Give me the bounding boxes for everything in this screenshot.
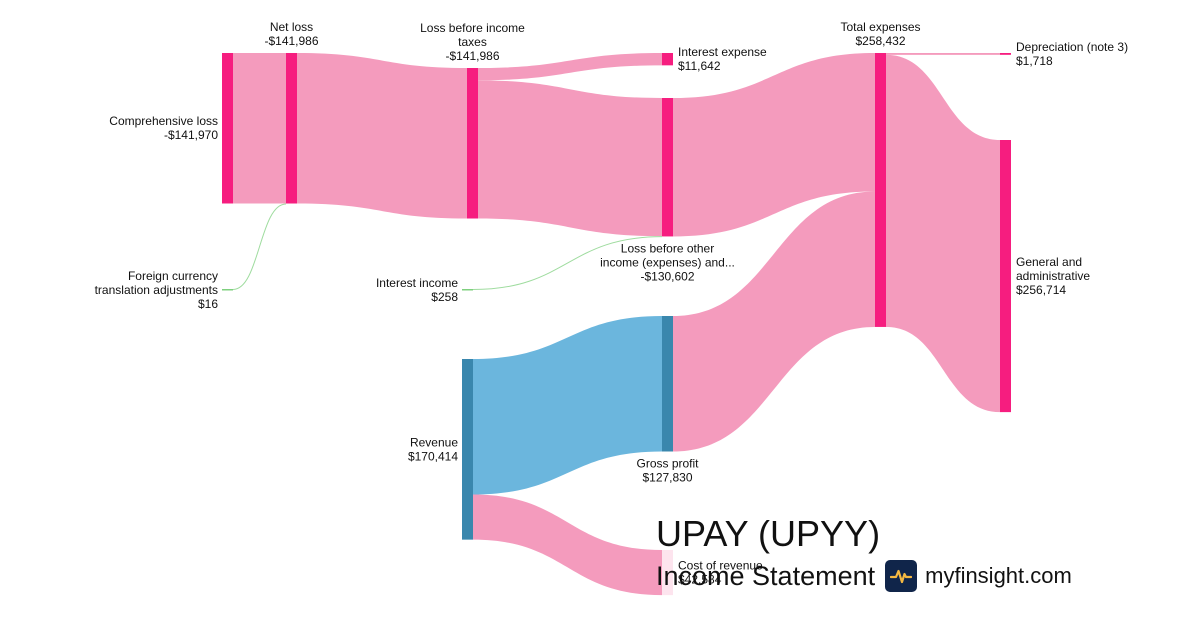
sankey-links [232,53,1000,596]
link-revenue-to-cost_of_revenue [473,494,662,596]
node-gross_profit [662,316,673,452]
branding-block: UPAY (UPYY) Income Statement myfinsight.… [656,512,1072,596]
statement-subtitle: Income Statement [656,560,876,591]
link-revenue-to-gross_profit [473,316,662,495]
node-net_loss [286,53,297,204]
link-net_loss-to-loss_before_taxes [297,53,467,219]
branding-row: Income Statement myfinsight.com [656,556,1072,596]
label-interest_expense: Interest expense$11,642 [678,45,767,73]
label-comprehensive_loss: Comprehensive loss-$141,970 [109,114,218,142]
link-gross_profit-to-total_expenses [673,191,875,452]
node-revenue [462,359,473,540]
node-depreciation [1000,53,1011,55]
node-general_admin [1000,140,1011,413]
company-title: UPAY (UPYY) [656,513,881,554]
label-depreciation: Depreciation (note 3)$1,718 [1016,40,1128,68]
node-total_expenses [875,53,886,327]
node-loss_before_taxes [467,68,478,219]
link-total_expenses-to-general_admin [886,54,1000,413]
site-name: myfinsight.com [925,563,1072,588]
link-fx_translation-to-net_loss [232,203,287,290]
label-cost_of_revenue: Cost of revenue$42,584 [678,559,763,587]
node-comprehensive_loss [222,53,233,204]
node-loss_before_other [662,98,673,237]
link-interest_income-to-loss_before_other [472,236,663,290]
pulse-line-icon [885,560,918,592]
label-gross_profit: Gross profit$127,830 [636,456,699,484]
link-comprehensive_loss-to-net_loss [233,53,286,204]
node-fx_translation [222,289,233,291]
label-interest_income: Interest income$258 [376,276,458,304]
link-loss_before_taxes-to-loss_before_other [478,80,662,237]
label-total_expenses: Total expenses$258,432 [840,20,920,48]
link-loss_before_other-to-total_expenses [673,53,875,237]
node-cost_of_revenue [662,550,673,596]
node-interest_income [462,289,473,291]
label-net_loss: Net loss-$141,986 [264,20,318,48]
node-interest_expense [662,53,673,66]
sankey-nodes [222,53,1011,596]
label-revenue: Revenue$170,414 [408,435,458,463]
link-loss_before_taxes-to-interest_expense [478,53,662,81]
link-total_expenses-to-depreciation [886,53,1000,55]
